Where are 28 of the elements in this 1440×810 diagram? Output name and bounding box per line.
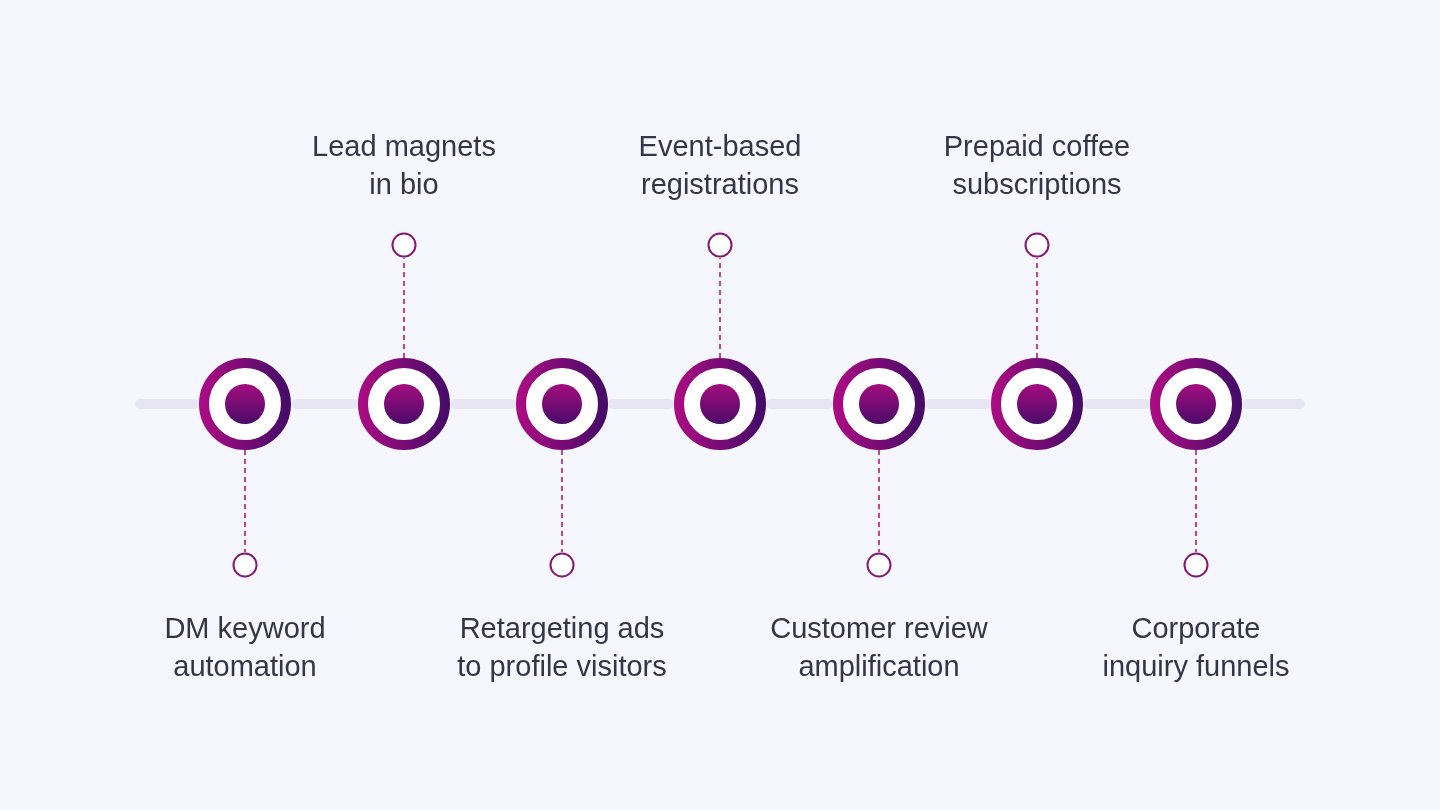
dashed-connector (719, 257, 721, 359)
small-circle-marker (1024, 232, 1050, 258)
dashed-connector (403, 257, 405, 359)
ring-marker (199, 358, 291, 450)
ring-marker (991, 358, 1083, 450)
dashed-connector (1036, 257, 1038, 359)
small-circle-marker (707, 232, 733, 258)
milestone-label: Corporate inquiry funnels (1101, 611, 1291, 684)
small-circle-marker (866, 552, 892, 578)
ring-marker (1150, 358, 1242, 450)
milestone-label: Retargeting ads to profile visitors (456, 611, 668, 684)
milestone-label: Event-based registrations (637, 129, 803, 202)
ring-marker (358, 358, 450, 450)
milestone-label: Prepaid coffee subscriptions (942, 129, 1132, 202)
small-circle-marker (1183, 552, 1209, 578)
ring-marker (833, 358, 925, 450)
dashed-connector (1195, 449, 1197, 553)
small-circle-marker (391, 232, 417, 258)
small-circle-marker (549, 552, 575, 578)
milestone-label: Lead magnets in bio (311, 129, 497, 202)
milestone-label: Customer review amplification (769, 611, 989, 684)
dashed-connector (878, 449, 880, 553)
ring-marker (674, 358, 766, 450)
milestone-label: DM keyword automation (163, 611, 327, 684)
ring-marker (516, 358, 608, 450)
small-circle-marker (232, 552, 258, 578)
dashed-connector (244, 449, 246, 553)
dashed-connector (561, 449, 563, 553)
